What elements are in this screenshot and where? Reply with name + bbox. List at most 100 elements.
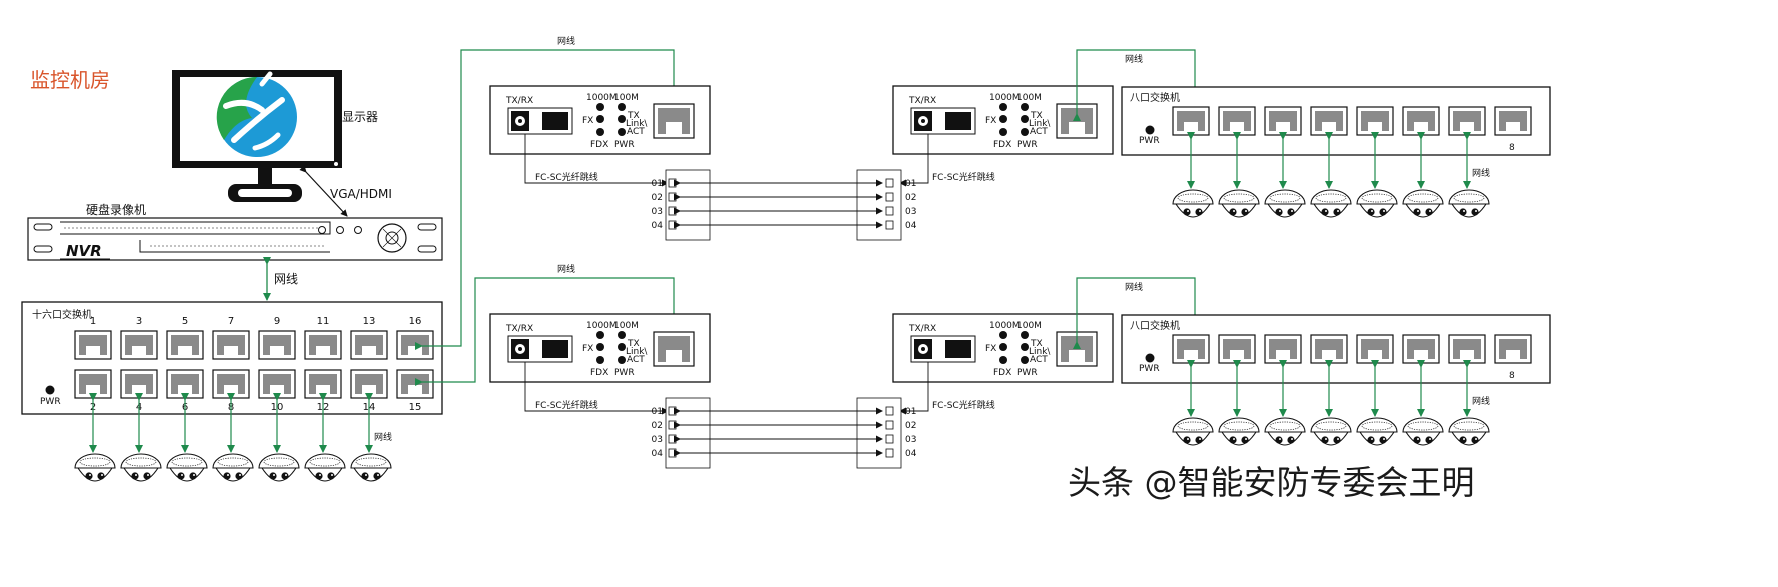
- s8-upper-port-8: [1494, 106, 1532, 136]
- media-converter-3: TX/RX 1000M 100M FX TX Link\ ACT FDX PWR: [489, 313, 711, 383]
- s8-lower-port-7: [1448, 334, 1486, 364]
- svg-text:ACT: ACT: [627, 127, 645, 137]
- s16-port-top-6: [304, 330, 342, 360]
- s16-port-number-top: 5: [182, 316, 188, 327]
- odf-port-label-right: 01: [905, 407, 916, 417]
- odf-port-label-left: 02: [652, 193, 663, 203]
- s8-lower-camera-icon: [1172, 417, 1214, 446]
- s8-upper-camera-icon: [1356, 189, 1398, 218]
- svg-text:Link\: Link\: [1029, 347, 1051, 357]
- svg-text:100M: 100M: [614, 93, 639, 103]
- svg-text:FX: FX: [985, 116, 996, 126]
- svg-text:FX: FX: [582, 116, 593, 126]
- svg-text:PWR: PWR: [614, 140, 635, 150]
- s8-upper-port-1: [1172, 106, 1210, 136]
- odf-port-label-left: 01: [652, 407, 663, 417]
- odf-port-label-right: 04: [905, 449, 917, 459]
- svg-text:ACT: ACT: [1030, 355, 1048, 365]
- svg-text:PWR: PWR: [1017, 140, 1038, 150]
- odf-port-label-right: 04: [905, 221, 917, 231]
- s8-lower-camera-icon: [1264, 417, 1306, 446]
- switch8-lower-label: 八口交换机: [1130, 319, 1180, 332]
- switch16-pwr: PWR: [40, 397, 61, 407]
- s8-upper-camera-icon: [1448, 189, 1490, 218]
- s16-camera-icon: [74, 453, 116, 482]
- s16-port-number-top: 9: [274, 316, 280, 327]
- svg-text:FDX: FDX: [590, 140, 608, 150]
- svg-text:FDX: FDX: [993, 368, 1011, 378]
- s16-camera-icon: [212, 453, 254, 482]
- odf-port-label-left: 04: [652, 221, 664, 231]
- odf-port-label-left: 03: [652, 207, 663, 217]
- odf-port-label-left: 01: [652, 179, 663, 189]
- svg-text:Link\: Link\: [1029, 119, 1051, 129]
- s16-port-number-bottom: 15: [409, 402, 422, 413]
- switch8-upper-pwr-led: [1145, 125, 1155, 135]
- svg-text:ACT: ACT: [1030, 127, 1048, 137]
- odf-port-label-left: 03: [652, 435, 663, 445]
- s16-port-bottom-1: [74, 369, 112, 399]
- monitor-label: 显示器: [342, 110, 378, 124]
- odf-port-label-right: 03: [905, 207, 916, 217]
- s16-port-bottom-5: [258, 369, 296, 399]
- s16-camera-icon: [120, 453, 162, 482]
- s16-port-bottom-6: [304, 369, 342, 399]
- fiber-label-1: FC-SC光纤跳线: [535, 171, 598, 183]
- s8-upper-port-5: [1356, 106, 1394, 136]
- media-converter-1: TX/RX 1000M 100M FX TX Link\ ACT FDX PWR: [489, 85, 711, 155]
- s16-port-top-5: [258, 330, 296, 360]
- s8-lower-port-4: [1310, 334, 1348, 364]
- svg-text:FDX: FDX: [590, 368, 608, 378]
- vga-label: VGA/HDMI: [330, 187, 392, 201]
- s16-port-number-top: 7: [228, 316, 234, 327]
- cable-label-s16-cams: 网线: [374, 431, 392, 443]
- svg-text:1000M: 1000M: [989, 321, 1020, 331]
- s16-port-bottom-2: [120, 369, 158, 399]
- svg-text:1000M: 1000M: [989, 93, 1020, 103]
- cable-label-uplink-lower: 网线: [557, 263, 575, 275]
- s8-lower-port-5: [1356, 334, 1394, 364]
- svg-text:TX/RX: TX/RX: [908, 324, 936, 334]
- switch16-pwr-led: [45, 385, 55, 395]
- fiber-patch-2: [899, 134, 929, 187]
- svg-text:100M: 100M: [1017, 93, 1042, 103]
- cable-label-nvr: 网线: [274, 272, 298, 286]
- fiber-patch-3: [524, 362, 669, 415]
- svg-text:1000M: 1000M: [586, 321, 617, 331]
- s16-camera-icon: [258, 453, 300, 482]
- svg-text:Link\: Link\: [626, 347, 648, 357]
- odf-port-label-left: 02: [652, 421, 663, 431]
- s8-upper-port-3: [1264, 106, 1302, 136]
- s16-camera-icon: [304, 453, 346, 482]
- cable-label-s8-lower: 网线: [1125, 281, 1143, 293]
- s8-lower-port-6: [1402, 334, 1440, 364]
- svg-text:TX: TX: [627, 111, 640, 121]
- switch16-label: 十六口交换机: [32, 308, 92, 321]
- odf-port-label-right: 03: [905, 435, 916, 445]
- switch8-upper-label: 八口交换机: [1130, 91, 1180, 104]
- fiber-label-4: FC-SC光纤跳线: [932, 399, 995, 411]
- s16-port-bottom-8: [396, 369, 434, 399]
- svg-text:100M: 100M: [614, 321, 639, 331]
- svg-text:TX: TX: [627, 339, 640, 349]
- watermark: 头条 @智能安防专委会王明: [1068, 463, 1475, 502]
- s8-lower-port-1: [1172, 334, 1210, 364]
- s16-port-top-1: [74, 330, 112, 360]
- fiber-label-3: FC-SC光纤跳线: [535, 399, 598, 411]
- vga-cable: [299, 165, 348, 217]
- s8-lower-port-2: [1218, 334, 1256, 364]
- svg-text:1000M: 1000M: [586, 93, 617, 103]
- svg-text:TX/RX: TX/RX: [505, 324, 533, 334]
- s8-lower-port-3: [1264, 334, 1302, 364]
- media-converter-4: TX/RX 1000M 100M FX TX Link\ ACT FDX PWR: [892, 313, 1114, 383]
- svg-text:TX: TX: [1030, 111, 1043, 121]
- fiber-patch-4: [899, 362, 929, 415]
- svg-text:PWR: PWR: [614, 368, 635, 378]
- s8-lower-camera-icon: [1356, 417, 1398, 446]
- s16-camera-icon: [166, 453, 208, 482]
- s16-port-top-2: [120, 330, 158, 360]
- cable-label-s8-upper-cams: 网线: [1472, 167, 1490, 179]
- switch8-upper-port-number: 8: [1509, 143, 1515, 153]
- s8-lower-port-8: [1494, 334, 1532, 364]
- svg-text:FDX: FDX: [993, 140, 1011, 150]
